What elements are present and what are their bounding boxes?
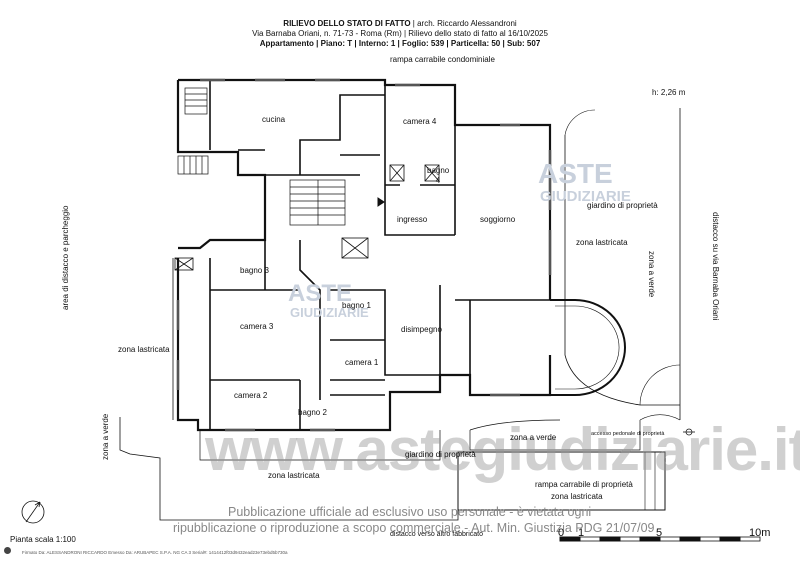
label-zona-lastricata-ramp: zona lastricata	[551, 492, 603, 501]
header-address: Via Barnaba Oriani, n. 71-73 - Roma (Rm)…	[252, 29, 548, 38]
label-zona-lastricata-right: zona lastricata	[576, 238, 628, 247]
garden-curve	[564, 135, 680, 406]
ramp	[457, 451, 666, 511]
watermark-notice-line1: Pubblicazione ufficiale ad esclusivo uso…	[228, 505, 592, 519]
label-area-left: area di distacco e parcheggio	[61, 205, 70, 310]
label-zona-verde-right: zona a verde	[647, 251, 656, 298]
header-title: RILIEVO DELLO STATO DI FATTO	[283, 19, 411, 28]
label-giardino-bottom: giardino di proprietà	[405, 450, 476, 459]
label-bagno-3: bagno 3	[240, 266, 269, 275]
label-cucina: cucina	[262, 115, 286, 124]
stairs	[177, 87, 346, 226]
north-arrow-icon	[21, 500, 45, 524]
label-camera-4: camera 4	[403, 117, 437, 126]
garden-arc	[639, 364, 681, 406]
shafts	[174, 164, 440, 271]
label-accesso: accesso pedonale di proprietà	[591, 431, 665, 437]
windows	[176, 78, 552, 432]
label-disimpegno: disimpegno	[401, 325, 442, 334]
outer-wall-bottom	[176, 258, 552, 432]
bottom-paving	[199, 430, 441, 461]
label-camera-1: camera 1	[345, 358, 379, 367]
watermark-giudiziarie-mid: GIUDIZIARIE	[290, 305, 369, 320]
label-camera-3: camera 3	[240, 322, 274, 331]
outer-wall-upper	[176, 80, 267, 250]
label-rampa-proprieta: rampa carrabile di proprietà	[535, 480, 633, 489]
label-ingresso: ingresso	[397, 215, 428, 224]
label-distacco-right: distacco su via Barnaba Oriani	[711, 212, 720, 321]
label-rampa-condominiale: rampa carrabile condominiale	[390, 55, 495, 64]
header-title-row: RILIEVO DELLO STATO DI FATTO | arch. Ric…	[0, 19, 800, 29]
bay-window	[550, 299, 626, 396]
label-camera-2: camera 2	[234, 391, 268, 400]
scale-bar	[559, 536, 761, 542]
scale-tick-5: 5	[656, 527, 663, 539]
label-bagno-1: bagno 1	[342, 301, 371, 310]
scale-tick-0: 0	[558, 527, 565, 539]
watermark-aste-mid: ASTE	[288, 280, 353, 307]
outer-wall-top	[178, 78, 552, 300]
header-unit: Appartamento | Piano: T | Interno: 1 | F…	[259, 39, 541, 48]
label-bagno-2: bagno 2	[298, 408, 327, 417]
watermark-notice-line2: ripubblicazione o riproduzione a scopo c…	[173, 521, 655, 535]
watermark-aste-top: ASTE	[538, 158, 613, 189]
header-author: | arch. Riccardo Alessandroni	[412, 19, 517, 28]
scale-label: Pianta scala 1:100	[10, 535, 76, 544]
label-bagno-4: bagno 4	[427, 166, 450, 185]
label-zona-verde-left: zona a verde	[101, 413, 110, 460]
garden-arc-2	[564, 109, 596, 136]
label-soggiorno: soggiorno	[480, 215, 516, 224]
inner-walls	[209, 80, 550, 430]
label-zona-lastricata-left: zona lastricata	[118, 345, 170, 354]
watermark-giudiziarie-top: GIUDIZIARIE	[540, 188, 631, 205]
label-zona-lastricata-bottom: zona lastricata	[268, 471, 320, 480]
scale-tick-10: 10m	[749, 527, 771, 539]
section-marker	[377, 197, 695, 436]
label-zona-verde-bottom: zona a verde	[510, 433, 557, 442]
entrance-path	[469, 419, 641, 451]
label-distacco-bottom: distacco verso altro fabbricato	[390, 531, 483, 538]
label-height: h: 2,26 m	[652, 88, 686, 97]
scale-tick-1: 1	[578, 527, 585, 539]
signature-icon	[4, 547, 11, 554]
watermark-site: www.astegiudiziarie.it	[205, 416, 800, 483]
site-boundary	[119, 417, 459, 521]
gate-arcs	[639, 414, 681, 421]
label-giardino-right: giardino di proprietà	[587, 201, 658, 210]
footer-signature: Firmato Da: ALESSANDRONI RICCARDO Emesso…	[22, 550, 288, 555]
